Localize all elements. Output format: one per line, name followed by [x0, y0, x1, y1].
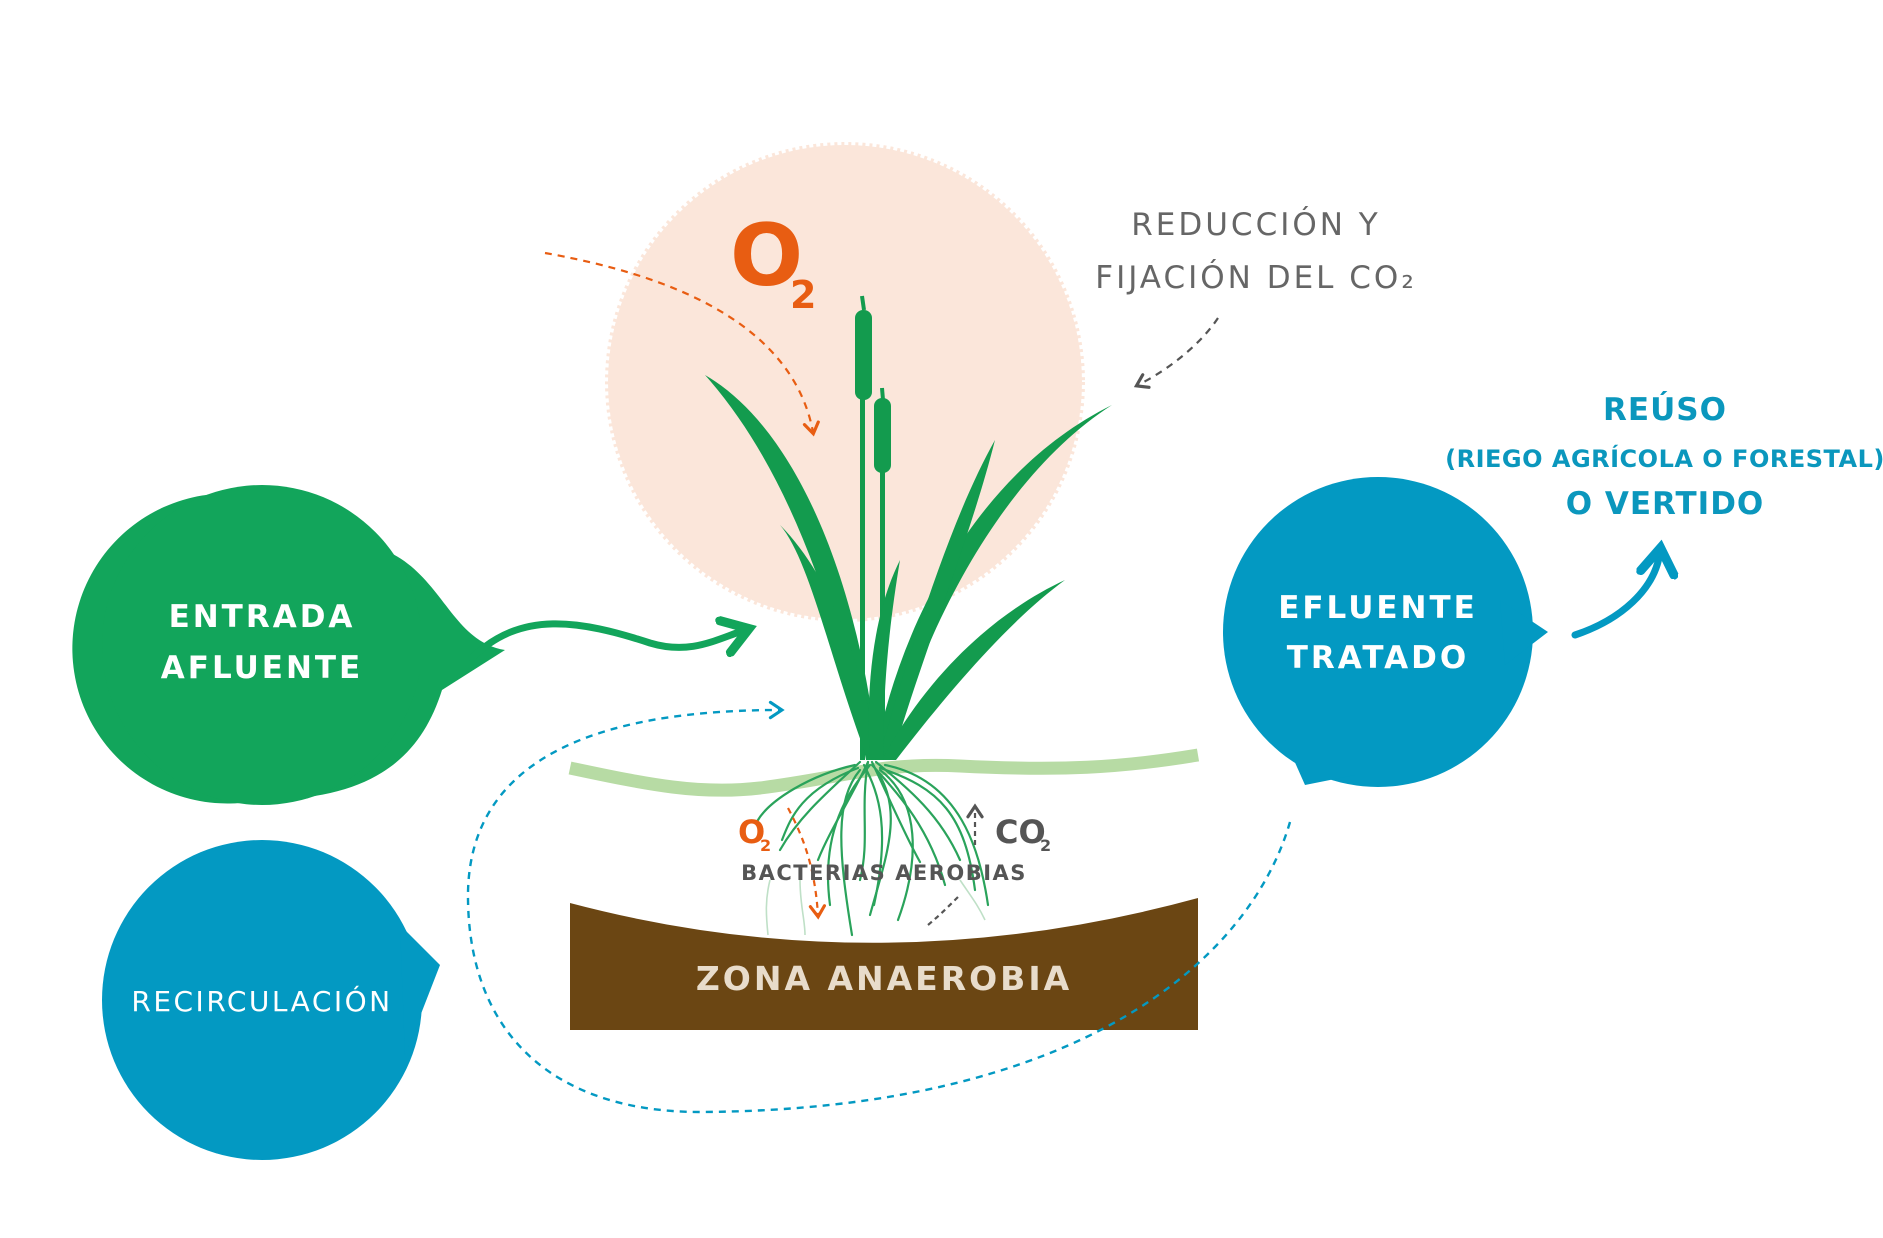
root-o2-symbol: O	[738, 813, 765, 851]
co2-fixation-line2: FIJACIÓN DEL CO₂	[1095, 259, 1417, 296]
reuse-arrow-icon	[1571, 552, 1660, 639]
efluente-line1: EFLUENTE	[1278, 590, 1478, 626]
soil-label: ZONA ANAEROBIA	[696, 959, 1072, 998]
fine-roots-icon	[765, 879, 986, 936]
root-co2-symbol: CO	[995, 813, 1046, 851]
reuso-title: REÚSO	[1603, 391, 1727, 428]
efluente-line2: TRATADO	[1287, 640, 1469, 676]
root-co2-subscript: 2	[1040, 836, 1051, 855]
recirculacion-label: RECIRCULACIÓN	[131, 984, 392, 1018]
oxygen-subscript: 2	[790, 273, 816, 317]
soil-block	[570, 898, 1198, 1030]
root-o2-arrow-icon	[787, 807, 827, 920]
root-o2-subscript: 2	[760, 836, 771, 855]
entrada-flow-arrow-icon	[468, 624, 745, 662]
ground-line	[568, 748, 1200, 797]
oxygen-arrow-icon	[544, 251, 820, 437]
entrada-afluente-node: ENTRADA AFLUENTE	[72, 485, 505, 805]
roots-icon	[756, 760, 990, 937]
co2-fixation-arrow-icon	[1133, 317, 1219, 389]
oxygen-halo	[605, 142, 1085, 622]
co2-fixation-line1: REDUCCIÓN Y	[1131, 206, 1381, 243]
entrada-line1: ENTRADA	[169, 599, 356, 635]
bacteria-label: BACTERIAS AEROBIAS	[741, 861, 1027, 885]
root-co2-dashes	[927, 894, 961, 926]
entrada-line2: AFLUENTE	[161, 650, 363, 686]
reuso-line3: O VERTIDO	[1566, 486, 1765, 522]
recirculation-loop-arrow-icon	[466, 700, 1292, 1114]
oxygen-symbol: O	[730, 206, 803, 306]
recirculacion-node: RECIRCULACIÓN	[102, 840, 440, 1160]
efluente-tratado-node: EFLUENTE TRATADO	[1223, 477, 1548, 787]
cattail-plant-icon	[705, 295, 1112, 760]
reuso-subtitle: (RIEGO AGRÍCOLA O FORESTAL)	[1445, 444, 1883, 473]
